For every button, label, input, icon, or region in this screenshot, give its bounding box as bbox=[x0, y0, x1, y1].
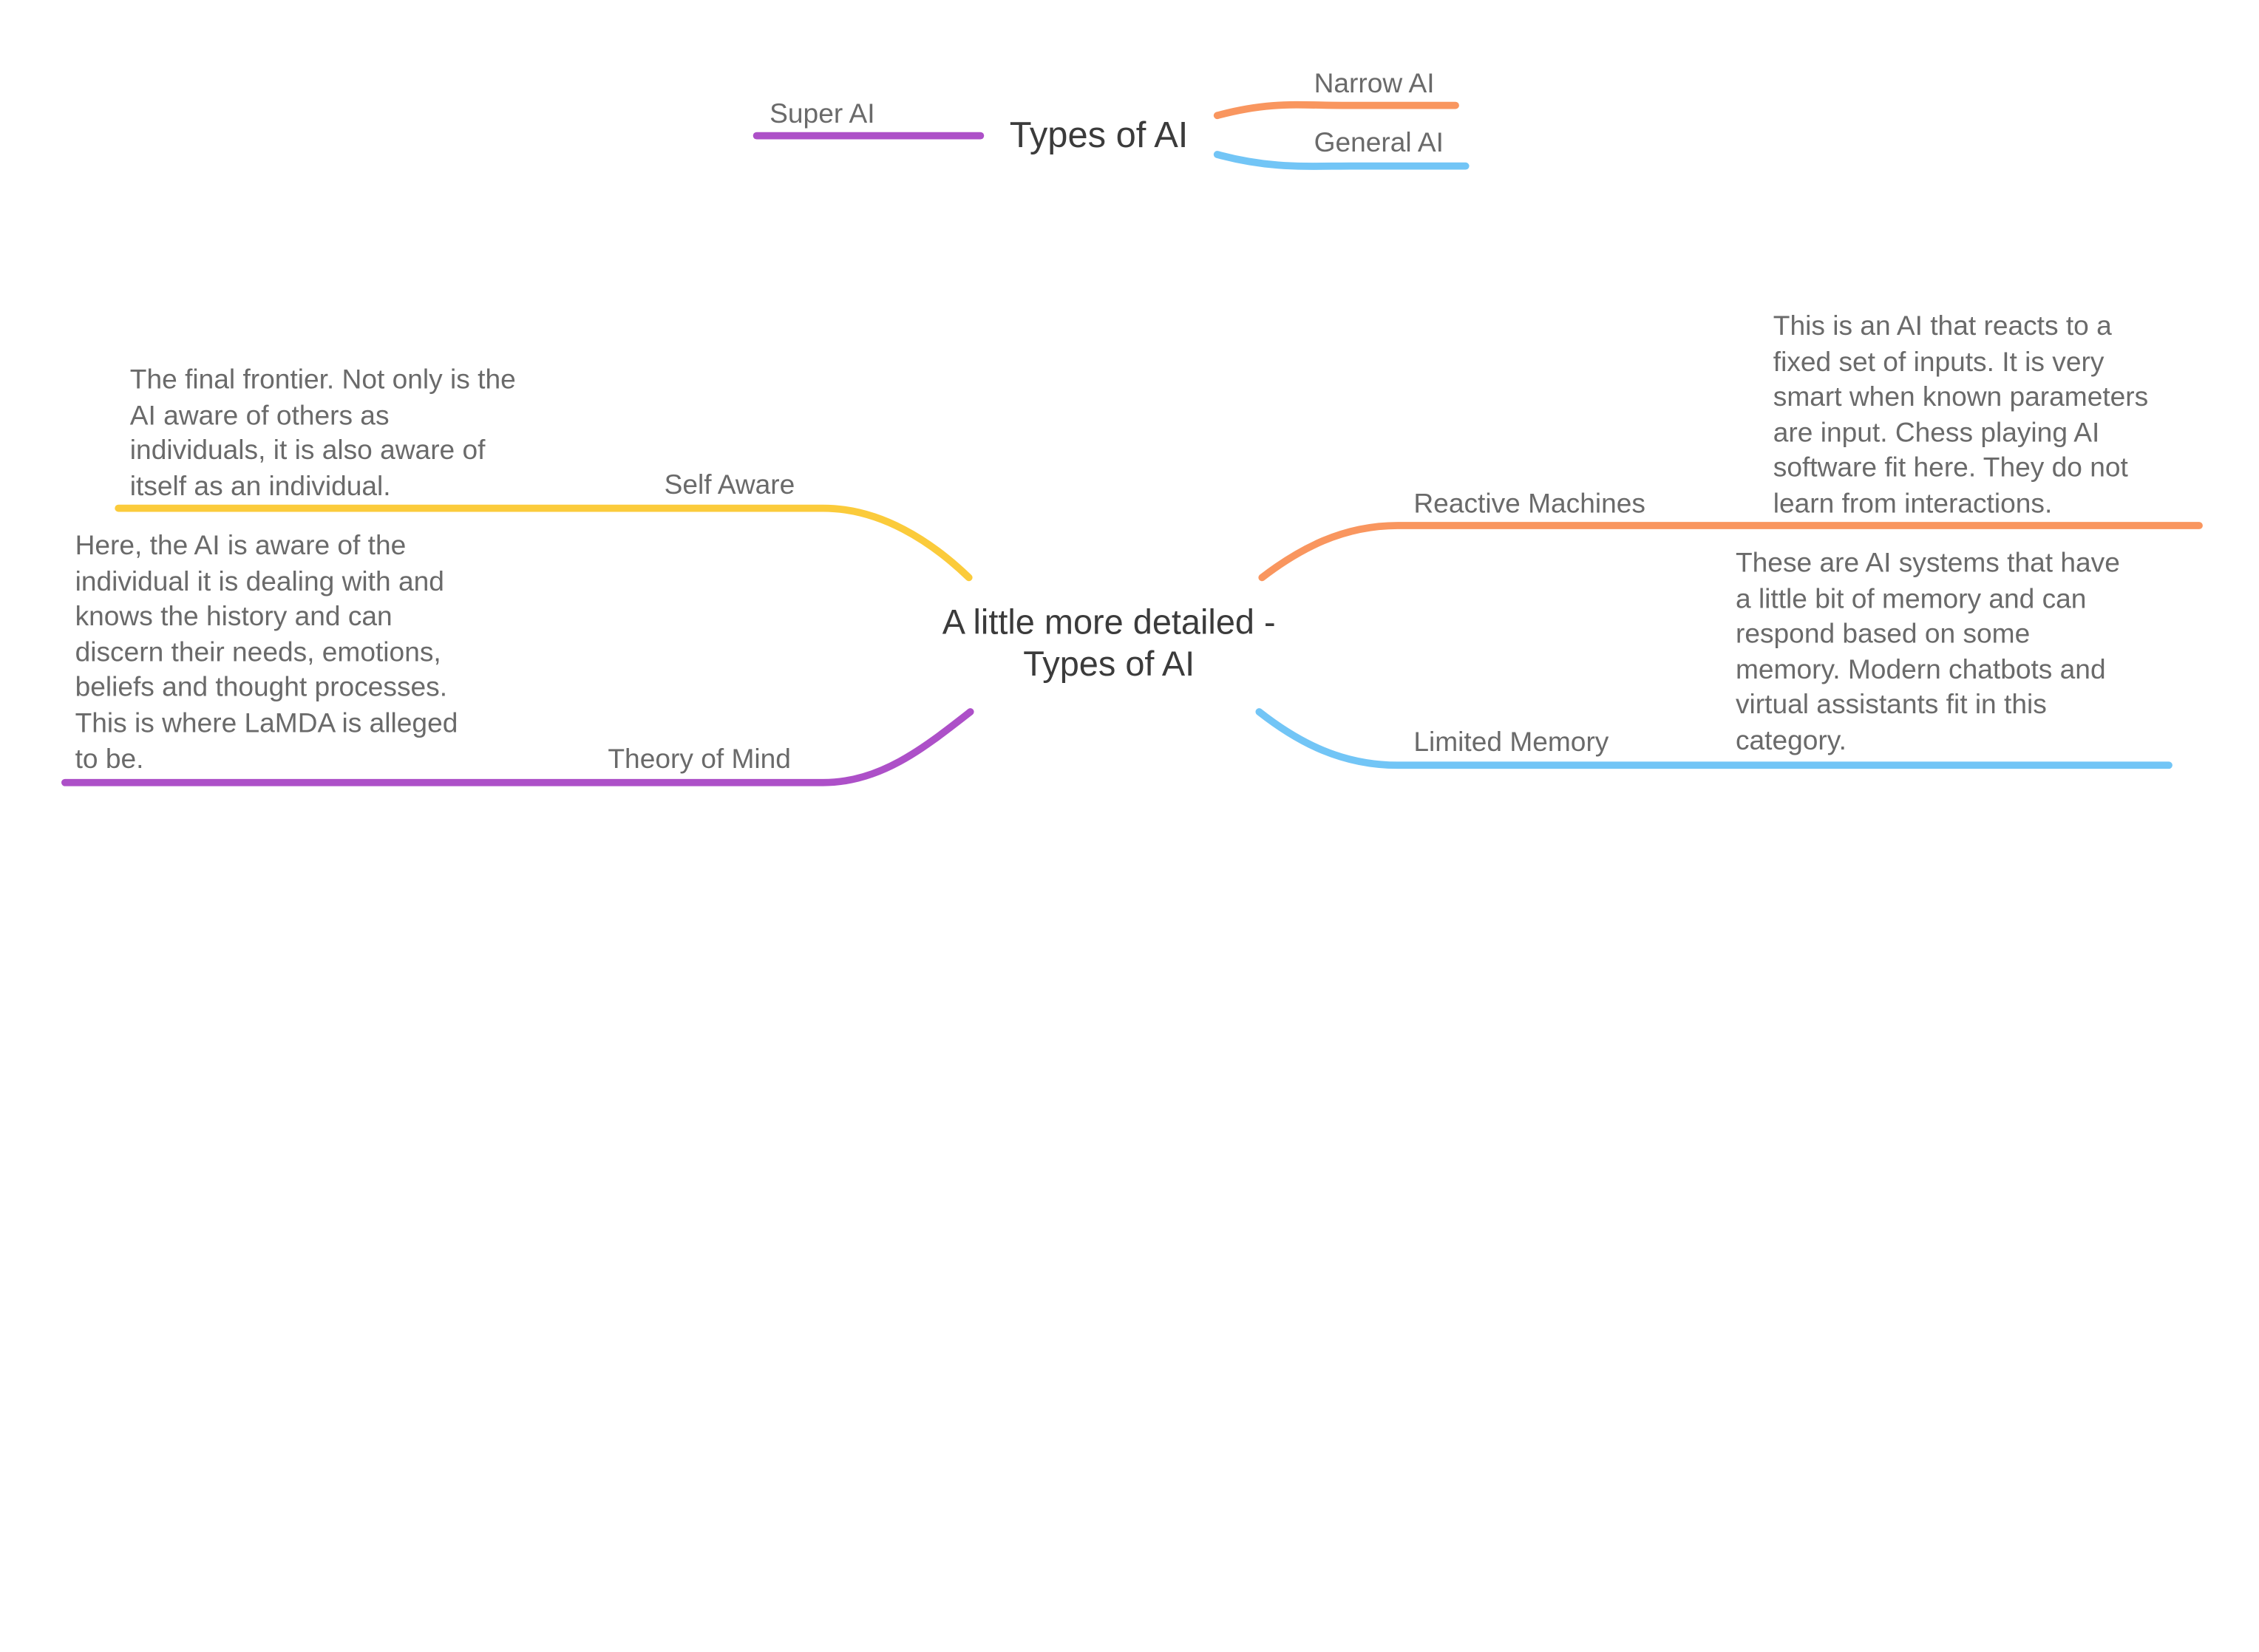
note-self-aware: The final frontier. Not only is the AI a… bbox=[129, 365, 516, 503]
narrow-ai-connector bbox=[1213, 101, 1459, 120]
general-ai-connector bbox=[1213, 151, 1470, 170]
branch-label-theory-of-mind[interactable]: Theory of Mind bbox=[608, 744, 791, 775]
branch-label-super-ai[interactable]: Super AI bbox=[770, 99, 875, 130]
branch-label-narrow-ai[interactable]: Narrow AI bbox=[1314, 69, 1435, 100]
limited-memory-connector bbox=[1255, 708, 2173, 769]
central-topic-types-of-ai[interactable]: Types of AI bbox=[1009, 115, 1189, 156]
reactive-machines-connector bbox=[1258, 522, 2203, 582]
theory-of-mind-connector bbox=[61, 708, 974, 786]
branch-label-self-aware[interactable]: Self Aware bbox=[664, 470, 795, 501]
branch-label-limited-memory[interactable]: Limited Memory bbox=[1413, 727, 1609, 758]
branch-label-general-ai[interactable]: General AI bbox=[1314, 128, 1444, 159]
note-limited-memory: These are AI systems that have a little … bbox=[1735, 548, 2120, 757]
self-aware-connector bbox=[115, 504, 973, 582]
note-theory-of-mind: Here, the AI is aware of the individual … bbox=[75, 531, 458, 775]
branch-label-reactive-machines[interactable]: Reactive Machines bbox=[1413, 489, 1645, 520]
central-topic-detailed-types-of-ai[interactable]: A little more detailed - Types of AI bbox=[942, 603, 1276, 684]
connector-layer bbox=[61, 101, 2203, 786]
note-reactive-machines: This is an AI that reacts to a fixed set… bbox=[1773, 311, 2149, 520]
